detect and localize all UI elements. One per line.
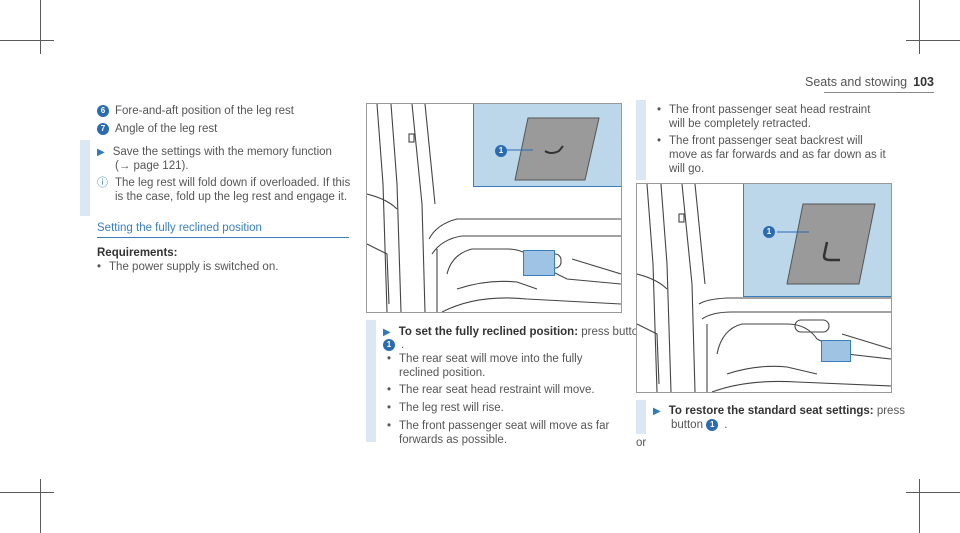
crop-mark (906, 40, 960, 41)
seat-icon (544, 145, 564, 154)
figure-front-seat-button: 1 (636, 183, 892, 393)
info-note: ⓘ The leg rest will fold down if overload… (97, 176, 350, 190)
callout-badge: 1 (763, 226, 775, 238)
callout-badge: 1 (706, 418, 719, 431)
instruction-bold: To restore the standard seat settings: (668, 405, 874, 417)
instruction-button-ref: 1. (383, 338, 404, 352)
step-instruction-cont: (→ page 121). (115, 160, 189, 172)
step-arrow-icon: ▶ (97, 147, 105, 158)
crop-mark (40, 479, 41, 533)
result-bullet: • The front passenger seat head restraint (657, 103, 870, 117)
info-note-cont: is the case, fold up the leg rest and en… (115, 191, 348, 203)
instruction-bold: To set the fully reclined position: (398, 326, 579, 338)
crop-mark (0, 492, 54, 493)
bullet-glyph: • (387, 402, 392, 414)
figure-rear-seat-button: 1 (366, 103, 622, 313)
legend-item: 6 Fore-and-aft position of the leg rest (97, 104, 294, 118)
header-rule (824, 92, 934, 93)
crop-mark (906, 492, 960, 493)
bullet-text: The front passenger seat will move as fa… (399, 420, 610, 432)
callout-badge: 1 (383, 338, 395, 351)
page-number: 103 (913, 75, 934, 89)
legend-item: 7 Angle of the leg rest (97, 122, 217, 136)
step-highlight-bar (636, 400, 646, 434)
callout-badge: 6 (97, 104, 109, 117)
button-highlight (523, 250, 555, 276)
result-bullet-cont: will go. (669, 163, 705, 175)
callout-badge: 7 (97, 122, 109, 135)
running-header: Seats and stowing 103 (805, 75, 934, 89)
bullet-text: The front passenger seat backrest will (669, 135, 863, 147)
legend-text: Angle of the leg rest (115, 123, 218, 135)
bullet-text: The rear seat head restraint will move. (399, 384, 595, 396)
step-highlight-bar (366, 320, 376, 442)
step-arrow-icon: ▶ (383, 327, 391, 338)
instruction-text: button (671, 419, 703, 431)
result-bullet: • The rear seat head restraint will move. (387, 383, 595, 397)
legend-text: Fore-and-aft position of the leg rest (115, 105, 294, 117)
result-bullet: • The front passenger seat will move as f… (387, 419, 609, 433)
result-bullet-cont: reclined position. (399, 367, 486, 379)
requirements-title: Requirements: (97, 247, 178, 259)
bullet-glyph: • (387, 420, 392, 432)
step-instruction: ▶ Save the settings with the memory funct… (97, 145, 332, 160)
step-text: Save the settings with the memory functi… (112, 146, 332, 158)
crop-mark (0, 40, 54, 41)
bullet-glyph: • (387, 384, 392, 396)
section-title-rule (97, 237, 349, 238)
requirement-item: • The power supply is switched on. (97, 260, 278, 274)
door-panel-illustration (637, 184, 891, 392)
bullet-text: The front passenger seat head restraint (669, 104, 871, 116)
instruction-text: press button (578, 326, 645, 338)
bullet-text: The leg rest will rise. (399, 402, 504, 414)
bullet-text: The rear seat will move into the fully (399, 353, 583, 365)
instruction-text: press (873, 405, 905, 417)
info-text: The leg rest will fold down if overloade… (115, 177, 351, 189)
result-bullet: • The leg rest will rise. (387, 401, 504, 415)
seat-icon (822, 241, 840, 262)
result-bullet-cont: will be completely retracted. (669, 118, 811, 130)
bullet-glyph: • (97, 261, 102, 273)
section-name: Seats and stowing (804, 75, 908, 89)
instruction-button-ref: button 1. (671, 418, 728, 431)
result-bullet-cont: forwards as possible. (399, 434, 508, 446)
crop-mark (40, 0, 41, 54)
callout-badge: 1 (495, 145, 507, 157)
step-arrow-icon: ▶ (653, 406, 661, 417)
requirement-text: The power supply is switched on. (109, 261, 279, 273)
button-highlight (821, 340, 851, 362)
result-bullet: • The front passenger seat backrest will (657, 134, 863, 148)
zoom-inset-illustration (777, 203, 876, 285)
info-icon: ⓘ (97, 177, 108, 189)
bullet-glyph: • (657, 104, 662, 116)
section-title: Setting the fully reclined position (97, 222, 262, 234)
or-text: or (636, 437, 647, 449)
step-highlight-bar (80, 140, 90, 216)
crop-mark (919, 479, 920, 533)
zoom-inset-illustration (503, 117, 600, 181)
bullet-glyph: • (387, 353, 392, 365)
result-bullet: • The rear seat will move into the fully (387, 352, 582, 366)
step-instruction: ▶ To set the fully reclined position: pre… (383, 325, 645, 340)
result-bullet-cont: move as far forwards and as far down as … (669, 149, 886, 161)
crop-mark (919, 0, 920, 54)
bullet-glyph: • (657, 135, 662, 147)
step-instruction: ▶To restore the standard seat settings: … (653, 404, 905, 419)
step-highlight-bar (636, 100, 646, 180)
